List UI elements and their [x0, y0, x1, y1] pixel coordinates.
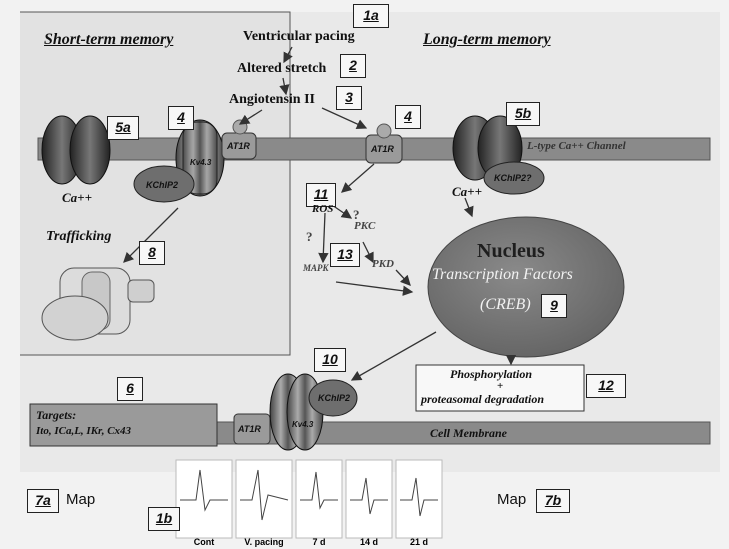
label-question-2: ?	[306, 229, 313, 244]
label-map-left: Map	[66, 491, 96, 508]
ecg-label-7d: 7 d	[312, 537, 326, 547]
marker-3: 3	[336, 86, 362, 110]
marker-2: 2	[340, 54, 366, 78]
label-plus: +	[497, 380, 504, 392]
ecg-strip	[175, 459, 443, 539]
label-kv43-bottom: Kv4.3	[292, 420, 314, 429]
marker-7b: 7b	[536, 489, 570, 513]
heading-short-term: Short-term memory	[44, 31, 174, 48]
label-nucleus: Nucleus	[477, 240, 545, 262]
label-phosphorylation: Phosphorylation	[450, 367, 533, 381]
marker-10: 10	[314, 348, 346, 372]
label-ventricular-pacing: Ventricular pacing	[243, 29, 355, 44]
label-mapk: MAPK	[303, 263, 329, 273]
marker-13: 13	[330, 243, 360, 267]
marker-11: 11	[306, 183, 336, 207]
ltype-channel-right	[452, 115, 523, 181]
label-ros: ROS	[312, 203, 334, 215]
ecg-label-14d: 14 d	[359, 537, 378, 547]
marker-8: 8	[139, 241, 165, 265]
label-at1r-bottom: AT1R	[238, 424, 261, 434]
label-map-right: Map	[497, 491, 527, 508]
marker-1b: 1b	[148, 507, 180, 531]
label-targets-title: Targets:	[36, 408, 77, 422]
label-pkd: PKD	[372, 258, 394, 270]
marker-12: 12	[586, 374, 626, 398]
marker-7a: 7a	[27, 489, 59, 513]
label-pkc: PKC	[354, 220, 376, 232]
ecg-label-cont: Cont	[193, 537, 215, 547]
marker-1a: 1a	[353, 4, 389, 28]
label-proteasomal: proteasomal degradation	[421, 392, 545, 406]
marker-4-right: 4	[395, 105, 421, 129]
kchip2-left-blob	[133, 165, 195, 203]
label-kchip2-left: KChIP2	[146, 180, 179, 190]
marker-5b: 5b	[506, 102, 540, 126]
label-l-type-channel: L-type Ca++ Channel	[527, 140, 626, 152]
label-creb: (CREB)	[480, 296, 531, 313]
label-trafficking: Trafficking	[46, 229, 112, 244]
ligand-left	[232, 119, 248, 135]
label-question-1: ?	[353, 207, 360, 222]
kchip2-right-blob	[483, 161, 545, 195]
marker-5a: 5a	[107, 116, 139, 140]
label-angiotensin: Angiotensin II	[229, 92, 315, 107]
ecg-label-v-pacing: V. pacing	[244, 537, 284, 547]
at1r-bottom-box	[233, 413, 271, 445]
label-kchip2-bottom: KChIP2	[318, 393, 351, 403]
ligand-right	[376, 123, 392, 139]
nucleus-body	[427, 216, 625, 358]
marker-9: 9	[541, 294, 567, 318]
label-kv43-left: Kv4.3	[190, 158, 212, 167]
marker-6: 6	[117, 377, 143, 401]
label-kchip2-right: KChIP2?	[494, 173, 532, 183]
heading-long-term: Long-term memory	[423, 31, 551, 48]
marker-4-left: 4	[168, 106, 194, 130]
trafficking-vesicle	[41, 267, 155, 341]
label-altered-stretch: Altered stretch	[237, 61, 327, 76]
label-cell-membrane: Cell Membrane	[430, 426, 507, 440]
label-ca-right: Ca++	[452, 184, 482, 199]
label-transcription-factors: Transcription Factors	[432, 266, 573, 283]
kchip2-bottom-blob	[308, 379, 358, 417]
targets-box	[29, 403, 218, 447]
ca-channel-left	[41, 115, 111, 185]
label-at1r-right: AT1R	[371, 144, 394, 154]
label-ca-left: Ca++	[62, 190, 92, 205]
ecg-label-21d: 21 d	[409, 537, 428, 547]
label-at1r-left: AT1R	[227, 141, 250, 151]
phosphorylation-box	[415, 364, 585, 412]
label-targets-list: Ito, ICa,L, IKr, Cx43	[36, 425, 132, 437]
arrows	[123, 46, 517, 381]
